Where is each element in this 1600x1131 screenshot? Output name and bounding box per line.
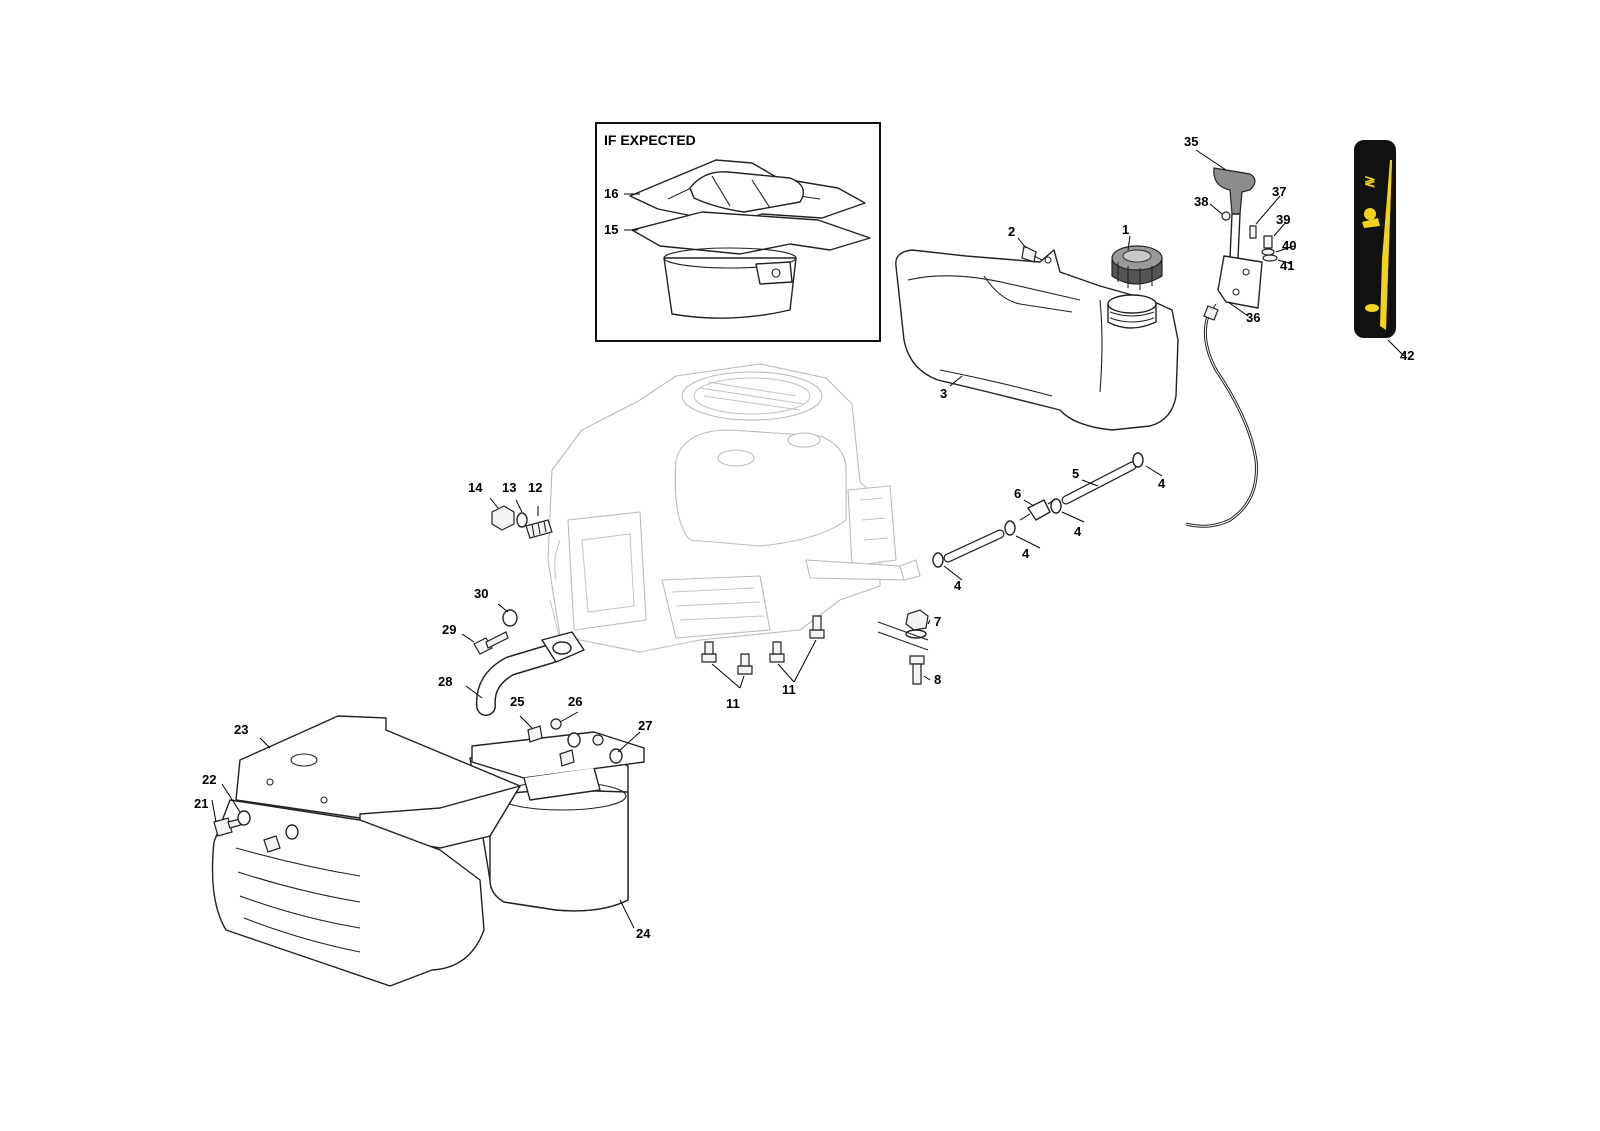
callout-12: 12 xyxy=(528,480,542,495)
callout-5: 5 xyxy=(1072,466,1079,481)
callout-8: 8 xyxy=(934,672,941,687)
callout-14: 14 xyxy=(468,480,483,495)
callout-27: 27 xyxy=(638,718,652,733)
callout-4b: 4 xyxy=(1074,524,1082,539)
fuel-cap xyxy=(1111,245,1163,290)
leader-lines xyxy=(211,149,1405,929)
callout-4c: 4 xyxy=(1022,546,1030,561)
callout-26: 26 xyxy=(568,694,582,709)
callout-25: 25 xyxy=(510,694,524,709)
svg-text:≷: ≷ xyxy=(1364,173,1376,189)
callout-40: 40 xyxy=(1282,238,1296,253)
callout-4a: 4 xyxy=(1158,476,1166,491)
fuel-tank xyxy=(895,249,1179,431)
callout-23: 23 xyxy=(234,722,248,737)
heat-shield xyxy=(211,715,521,987)
air-filter-cover xyxy=(629,159,866,225)
callout-3: 3 xyxy=(940,386,947,401)
callout-29: 29 xyxy=(442,622,456,637)
callout-37: 37 xyxy=(1272,184,1286,199)
callout-16: 16 xyxy=(604,186,618,201)
inset-box: IF EXPECTED 16 15 xyxy=(595,122,881,342)
fuel-line-assembly xyxy=(899,452,1144,581)
air-filter-base xyxy=(631,211,871,319)
callout-6: 6 xyxy=(1014,486,1021,501)
callout-41: 41 xyxy=(1280,258,1294,273)
callout-22: 22 xyxy=(202,772,216,787)
inset-title: IF EXPECTED xyxy=(604,132,696,148)
callout-35: 35 xyxy=(1184,134,1198,149)
callout-13: 13 xyxy=(502,480,516,495)
throttle-assembly xyxy=(1185,167,1278,528)
tank-bolt xyxy=(1021,245,1043,263)
callout-38: 38 xyxy=(1194,194,1208,209)
callout-24: 24 xyxy=(636,926,651,941)
callout-2: 2 xyxy=(1008,224,1015,239)
callout-36: 36 xyxy=(1246,310,1260,325)
callout-15: 15 xyxy=(604,222,618,237)
callout-4d: 4 xyxy=(954,578,962,593)
callout-42: 42 xyxy=(1400,348,1414,363)
engine-hardware xyxy=(491,505,929,685)
callout-21: 21 xyxy=(194,796,208,811)
callout-labels: 1 2 3 4 4 4 4 5 6 7 8 11 11 12 13 14 21 … xyxy=(194,134,1414,941)
callout-30: 30 xyxy=(474,586,488,601)
throttle-decal: ≷ xyxy=(1354,140,1396,338)
callout-28: 28 xyxy=(438,674,452,689)
callout-7: 7 xyxy=(934,614,941,629)
callout-1: 1 xyxy=(1122,222,1129,237)
callout-39: 39 xyxy=(1276,212,1290,227)
exhaust-pipe xyxy=(473,609,585,716)
engine xyxy=(547,363,907,653)
callout-11b: 11 xyxy=(782,682,796,697)
callout-11a: 11 xyxy=(726,696,740,711)
